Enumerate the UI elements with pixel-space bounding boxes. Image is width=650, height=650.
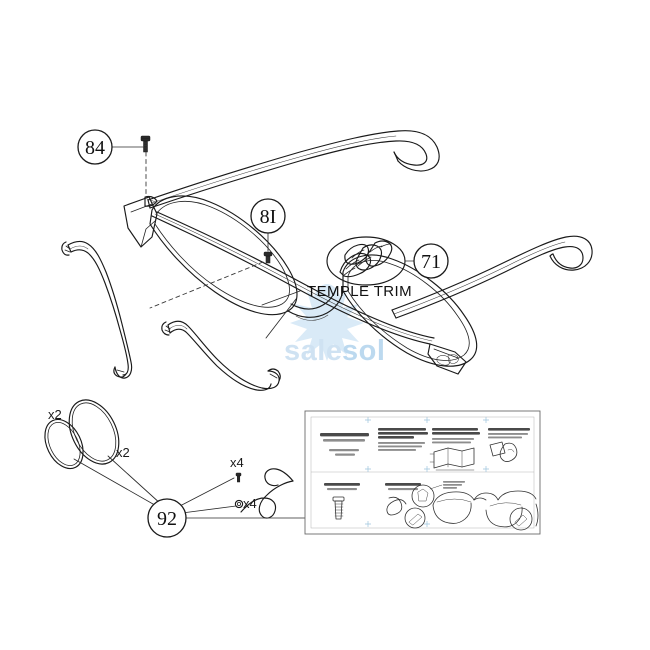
sheet-figure-glasses	[404, 481, 539, 531]
callout-bubble-71[interactable]: 71	[413, 243, 449, 279]
washer-ring	[234, 499, 244, 509]
leaders-92	[73, 455, 306, 519]
leader-temple-trim-2	[265, 298, 297, 339]
callout-bubble-92[interactable]: 92	[147, 498, 187, 538]
temple-trim-label: TEMPLE TRIM	[307, 283, 412, 300]
qty-lens-ring-large: x2	[116, 445, 130, 460]
watermark-text-a: sale	[284, 335, 342, 367]
sheet-figure-cord	[386, 496, 407, 516]
hinge-screw-84	[140, 135, 151, 153]
sheet-figure-hinge	[429, 447, 475, 471]
left-temple-arm	[61, 240, 133, 379]
sheet-crop-marks	[365, 417, 489, 527]
main-frame-front	[123, 195, 478, 375]
qty-micro-screw: x4	[230, 455, 244, 470]
micro-screw	[235, 472, 242, 483]
callout-bubble-71-label: 71	[421, 251, 441, 273]
sheet-col2-text	[378, 428, 428, 451]
qty-lens-ring-small: x2	[48, 407, 62, 422]
callout-bubble-84-label: 84	[85, 137, 105, 159]
leader-temple-trim	[261, 290, 301, 306]
callout-bubble-84[interactable]: 84	[77, 129, 113, 165]
watermark-sun-mark	[290, 284, 364, 361]
lower-temple-arm	[161, 320, 281, 391]
qty-washer: x4	[243, 496, 257, 511]
sheet-figure-screw	[332, 496, 345, 520]
sheet-col4	[488, 428, 530, 462]
callout-bubble-8I[interactable]: 8I	[250, 198, 286, 234]
right-temple-arm	[391, 235, 593, 319]
lens-ring-small	[44, 418, 84, 470]
upper-temple-arm	[147, 130, 440, 209]
sheet-col3	[429, 428, 480, 471]
frame-logo-mark	[436, 354, 459, 366]
sheet-title-block	[320, 433, 369, 456]
nose-screw-8I	[263, 251, 273, 264]
callout-bubble-8I-label: 8I	[260, 206, 277, 228]
leader-dash-8I	[149, 261, 264, 309]
sheet-figure-tool	[489, 441, 518, 462]
watermark-text-b: sol	[342, 335, 385, 367]
lens-ring-large	[68, 399, 120, 465]
sheet-bottom-headings	[324, 483, 421, 491]
callout-bubble-92-label: 92	[157, 508, 177, 530]
instruction-sheet[interactable]	[304, 410, 541, 535]
